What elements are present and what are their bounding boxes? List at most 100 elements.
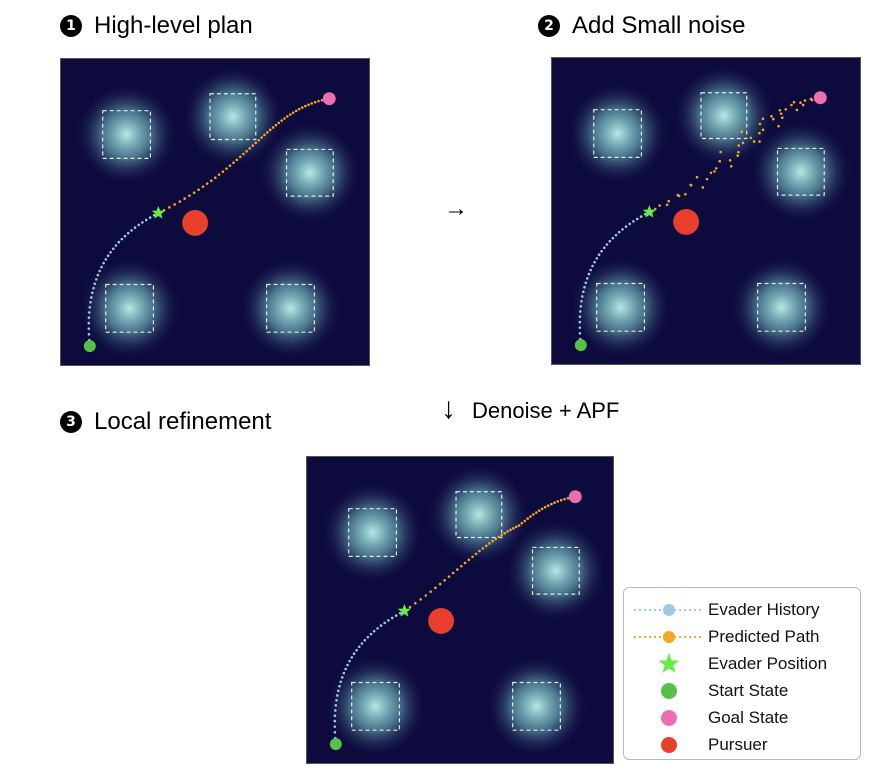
history-dot [390,616,394,620]
history-dot [102,261,105,265]
obstacle-box [209,93,257,141]
history-dot [339,680,343,684]
step-1-title: High-level plan [94,12,253,39]
predicted-dot [268,128,272,132]
legend-symbol [634,603,704,616]
predicted-dot [205,182,209,185]
predicted-dot [761,117,765,121]
predicted-dot [500,533,504,537]
history-dot [340,676,344,679]
legend-symbol [661,709,677,726]
predicted-dot [320,98,324,102]
legend-label: Evader History [708,599,820,619]
history-dot [141,221,144,224]
predicted-dot [713,170,716,173]
history-dot [581,295,584,298]
legend-item: Predicted Path [630,623,854,650]
history-dot [335,699,338,702]
predicted-dot [749,136,753,140]
obstacle-box [455,491,503,539]
history-dot [92,286,95,290]
predicted-dot [210,179,213,182]
history-dot [89,301,92,304]
history-dot [344,667,347,671]
history-dot [578,315,582,319]
predicted-dot [463,561,467,565]
predicted-dot [714,167,718,170]
history-dot [605,243,609,246]
predicted-dot [408,605,412,609]
predicted-dot [456,568,459,571]
history-dot [582,290,585,294]
obstacle-box [351,681,400,731]
history-dot [593,260,596,264]
legend-symbol [634,630,704,643]
legend-symbol [658,652,680,673]
predicted-dot [317,99,320,103]
obstacle-box [348,508,398,557]
predicted-dot [701,186,705,189]
history-dot [352,652,356,656]
history-dot [398,611,402,615]
predicted-dot [419,598,422,601]
predicted-dot [271,126,275,129]
predicted-dot [481,547,485,550]
start-state-marker [574,339,587,352]
panel-add-noise [551,57,861,365]
predicted-dot [178,200,182,203]
predicted-dot [810,98,814,102]
predicted-dot [535,511,538,514]
history-dot [624,225,628,228]
predicted-dot [443,579,446,582]
predicted-dot [556,500,560,503]
predicted-dot [512,527,515,530]
predicted-dot [235,158,239,162]
history-dot [617,230,621,234]
history-dot [369,632,373,636]
predicted-dot [772,117,775,121]
predicted-dot [736,154,739,157]
history-dot [579,304,583,308]
predicted-dot [168,206,171,209]
predicted-dot [550,502,553,506]
predicted-dot [695,175,699,179]
obstacle-box [776,147,825,196]
predicted-dot [779,112,783,115]
predicted-dot [740,130,744,134]
pursuer-marker [428,608,455,634]
obstacle-glow [181,64,285,169]
step-2-badge: 2 [538,15,560,37]
predicted-dot [266,131,269,134]
legend-label: Start State [708,680,789,700]
history-dot [595,257,599,260]
predicted-dot [434,586,437,590]
history-dot [336,694,339,697]
predicted-dot [665,203,669,207]
history-dot [148,216,152,219]
predicted-dot [729,165,733,168]
predicted-dot [291,111,295,114]
history-dot [583,285,586,289]
history-dot [334,709,337,712]
history-dot [334,703,338,707]
goal-state-marker [322,92,336,106]
obstacle-box [512,681,561,731]
history-dot [137,223,140,227]
predicted-dot [494,537,497,541]
predicted-dot [478,549,481,553]
predicted-dot [254,141,258,145]
predicted-dot [274,123,278,127]
history-dot [608,239,612,243]
predicted-dot [795,108,799,112]
predicted-dot [283,117,286,120]
predicted-dot [297,107,301,111]
legend-symbol [661,736,677,753]
predicted-dot [201,185,205,188]
start-state-marker [329,738,342,751]
predicted-dot [260,136,263,139]
history-dot [333,731,337,734]
predicted-dot [758,131,761,135]
predicted-dot [429,590,432,593]
obstacle-glow [565,81,670,186]
predicted-dot [709,171,713,175]
